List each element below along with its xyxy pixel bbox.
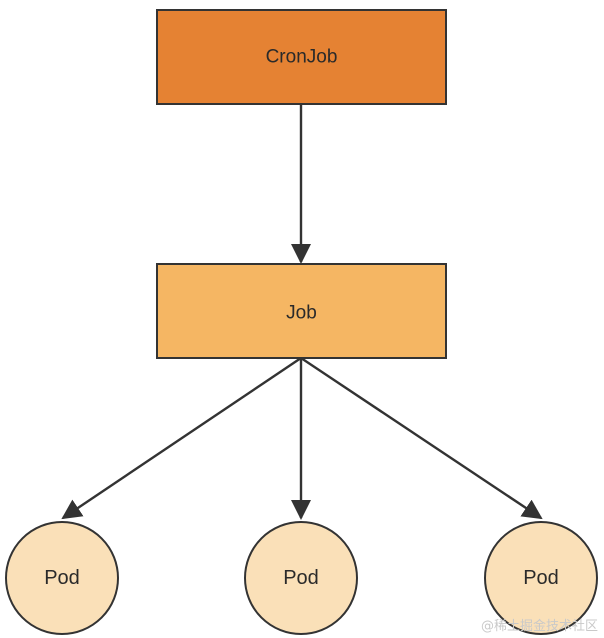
cronjob-node[interactable]: CronJob bbox=[156, 9, 447, 105]
pod-circle-1 bbox=[5, 521, 119, 635]
job-label: Job bbox=[286, 303, 317, 324]
cronjob-box bbox=[156, 9, 447, 105]
pod-node-1[interactable]: Pod bbox=[5, 521, 119, 635]
pod-label-2: Pod bbox=[283, 567, 319, 589]
pod-node-2[interactable]: Pod bbox=[244, 521, 358, 635]
pod-label-1: Pod bbox=[44, 567, 80, 589]
pod-node-3[interactable]: Pod bbox=[484, 521, 598, 635]
edge-job-pod-3 bbox=[300, 357, 543, 520]
pod-circle-3 bbox=[484, 521, 598, 635]
job-node[interactable]: Job bbox=[156, 263, 447, 359]
pod-label-3: Pod bbox=[523, 567, 559, 589]
cronjob-label: CronJob bbox=[266, 47, 338, 68]
job-box bbox=[156, 263, 447, 359]
edge-job-pod-1 bbox=[61, 357, 302, 520]
watermark-text: @稀土掘金技术社区 bbox=[480, 619, 598, 634]
pod-circle-2 bbox=[244, 521, 358, 635]
